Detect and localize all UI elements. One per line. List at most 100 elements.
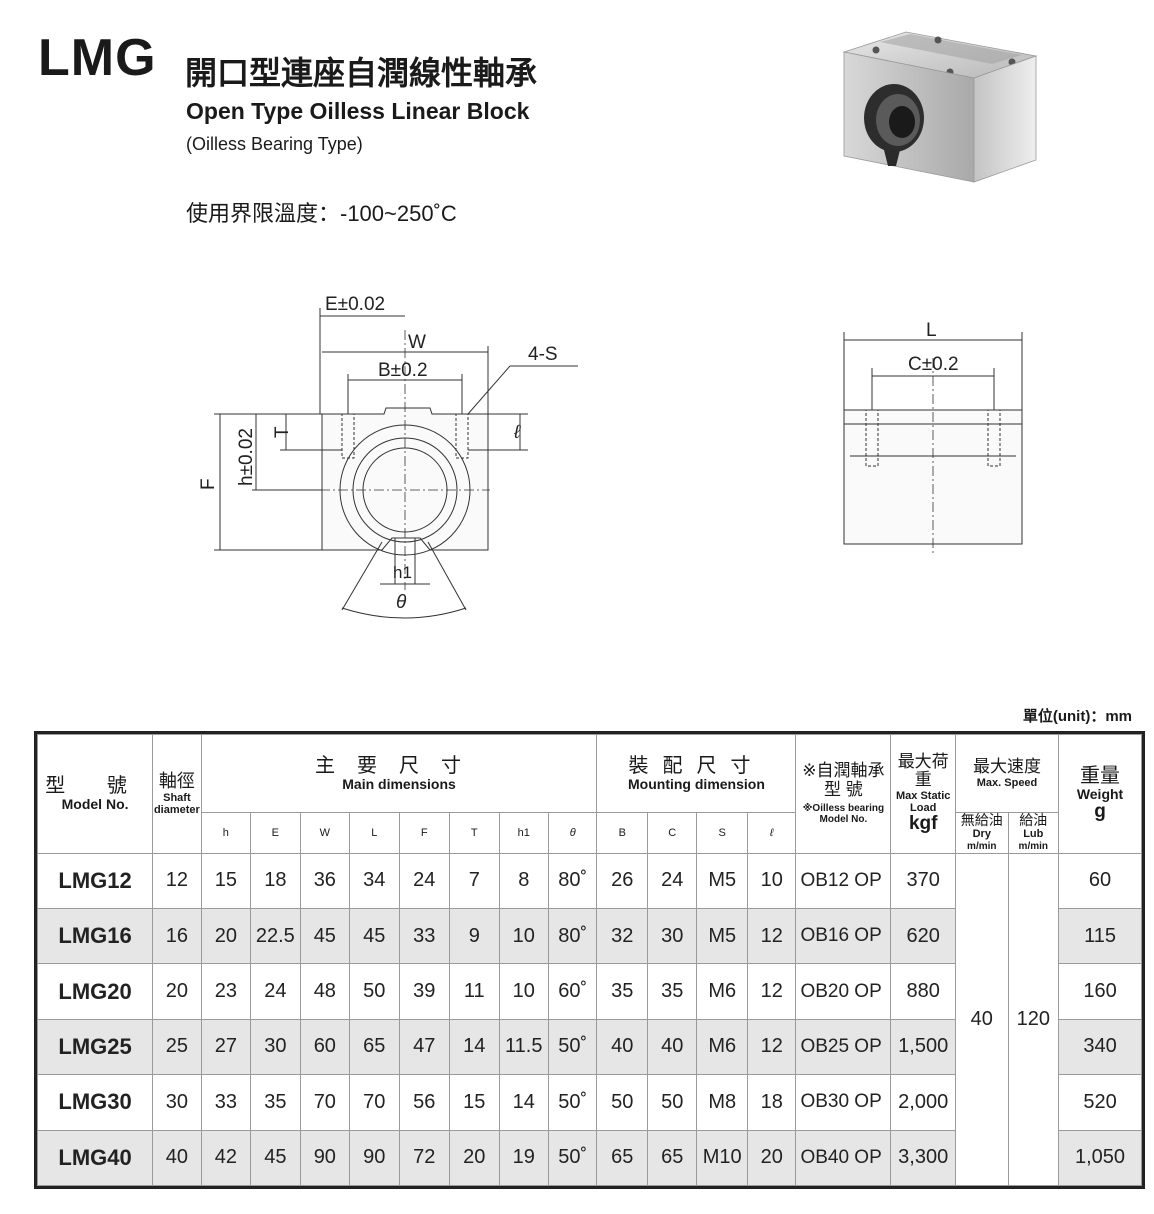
- cell-T: 7: [449, 852, 500, 909]
- cell-W: 90: [299, 1129, 351, 1187]
- cell-bearing: OB30 OP: [795, 1074, 892, 1131]
- cell-S: M6: [696, 1018, 748, 1076]
- cell-weight: 60: [1058, 852, 1142, 909]
- cell-bearing: OB16 OP: [795, 907, 892, 965]
- cell-C: 35: [646, 963, 698, 1020]
- product-code: LMG: [38, 29, 157, 87]
- label-h1: h1: [393, 563, 412, 582]
- header-bearing-model: ※自潤軸承 型 號 ※Oilless bearing Model No.: [795, 734, 892, 854]
- cell-B: 40: [596, 1018, 648, 1076]
- cell-L: 50: [349, 963, 400, 1020]
- cell-W: 36: [299, 852, 351, 909]
- cell-L: 90: [349, 1129, 400, 1187]
- cell-S: M10: [696, 1129, 748, 1187]
- cell-S: M5: [696, 852, 748, 909]
- front-view-drawing: E±0.02 W B±0.2 4-S ℓ T h±0.02 F h1 θ: [198, 294, 578, 619]
- col-W: W: [299, 812, 351, 854]
- col-E: E: [250, 812, 301, 854]
- header-weight: 重量 Weight g: [1058, 734, 1142, 854]
- col-l: ℓ: [746, 812, 797, 854]
- header-shaft: 軸徑 Shaft diameter: [152, 734, 202, 854]
- cell-E: 30: [250, 1018, 301, 1076]
- cell-F: 47: [398, 1018, 451, 1076]
- cell-E: 24: [250, 963, 301, 1020]
- cell-S: M5: [696, 907, 748, 965]
- temperature-limit: 使用界限溫度：-100~250˚C: [186, 201, 457, 226]
- label-l: ℓ: [513, 422, 521, 443]
- cell-h1: 8: [498, 852, 550, 909]
- cell-E: 45: [250, 1129, 301, 1187]
- cell-l: 18: [746, 1074, 797, 1131]
- label-B: B±0.2: [378, 360, 428, 381]
- cell-h: 23: [200, 963, 252, 1020]
- cell-theta: 60˚: [548, 963, 598, 1020]
- col-h: h: [200, 812, 252, 854]
- cell-h1: 10: [498, 963, 550, 1020]
- cell-E: 35: [250, 1074, 301, 1131]
- cell-L: 70: [349, 1074, 400, 1131]
- col-speed-dry: 無給油 Dry m/min: [955, 812, 1009, 854]
- cell-load: 880: [890, 963, 957, 1020]
- cell-shaft: 16: [152, 907, 202, 965]
- label-E: E±0.02: [325, 294, 385, 315]
- side-view-drawing: L C±0.2: [843, 320, 1023, 554]
- header-max-load: 最大荷重 Max Static Load kgf: [890, 734, 957, 854]
- cell-h1: 19: [498, 1129, 550, 1187]
- product-title-en: Open Type Oilless Linear Block: [186, 98, 530, 124]
- cell-L: 34: [349, 852, 400, 909]
- cell-shaft: 30: [152, 1074, 202, 1131]
- cell-B: 32: [596, 907, 648, 965]
- col-speed-lub: 給油 Lub m/min: [1007, 812, 1060, 854]
- product-subtitle: (Oilless Bearing Type): [186, 134, 363, 154]
- cell-T: 20: [449, 1129, 500, 1187]
- spec-table-container: 型 號 Model No. 軸徑 Shaft diameter 主要尺寸 Mai…: [34, 731, 1145, 1189]
- cell-F: 56: [398, 1074, 451, 1131]
- cell-h: 15: [200, 852, 252, 909]
- cell-speed-dry: 40: [955, 852, 1009, 1187]
- col-h1: h1: [498, 812, 550, 854]
- cell-h: 33: [200, 1074, 252, 1131]
- cell-l: 20: [746, 1129, 797, 1187]
- cell-W: 48: [299, 963, 351, 1020]
- header-max-speed: 最大速度 Max. Speed: [955, 734, 1060, 813]
- cell-E: 18: [250, 852, 301, 909]
- cell-bearing: OB25 OP: [795, 1018, 892, 1076]
- label-C: C±0.2: [908, 354, 959, 375]
- cell-bearing: OB12 OP: [795, 852, 892, 909]
- cell-F: 33: [398, 907, 451, 965]
- col-F: F: [398, 812, 451, 854]
- cell-C: 65: [646, 1129, 698, 1187]
- label-L: L: [926, 320, 937, 341]
- product-photo: [842, 31, 1038, 183]
- cell-bearing: OB20 OP: [795, 963, 892, 1020]
- cell-F: 72: [398, 1129, 451, 1187]
- cell-C: 40: [646, 1018, 698, 1076]
- cell-h: 42: [200, 1129, 252, 1187]
- cell-l: 12: [746, 1018, 797, 1076]
- cell-W: 45: [299, 907, 351, 965]
- cell-B: 26: [596, 852, 648, 909]
- cell-shaft: 40: [152, 1129, 202, 1187]
- spec-table: 型 號 Model No. 軸徑 Shaft diameter 主要尺寸 Mai…: [36, 734, 1142, 1187]
- unit-label: 單位(unit)：mm: [1022, 708, 1132, 725]
- cell-weight: 160: [1058, 963, 1142, 1020]
- cell-l: 12: [746, 963, 797, 1020]
- cell-C: 50: [646, 1074, 698, 1131]
- col-B: B: [596, 812, 648, 854]
- label-T: T: [272, 426, 293, 438]
- cell-model: LMG25: [36, 1018, 154, 1076]
- cell-W: 60: [299, 1018, 351, 1076]
- col-S: S: [696, 812, 748, 854]
- cell-theta: 50˚: [548, 1018, 598, 1076]
- label-h: h±0.02: [236, 428, 257, 486]
- cell-theta: 80˚: [548, 907, 598, 965]
- cell-shaft: 25: [152, 1018, 202, 1076]
- cell-speed-lub: 120: [1007, 852, 1060, 1187]
- cell-E: 22.5: [250, 907, 301, 965]
- cell-C: 30: [646, 907, 698, 965]
- cell-model: LMG20: [36, 963, 154, 1020]
- cell-T: 9: [449, 907, 500, 965]
- cell-W: 70: [299, 1074, 351, 1131]
